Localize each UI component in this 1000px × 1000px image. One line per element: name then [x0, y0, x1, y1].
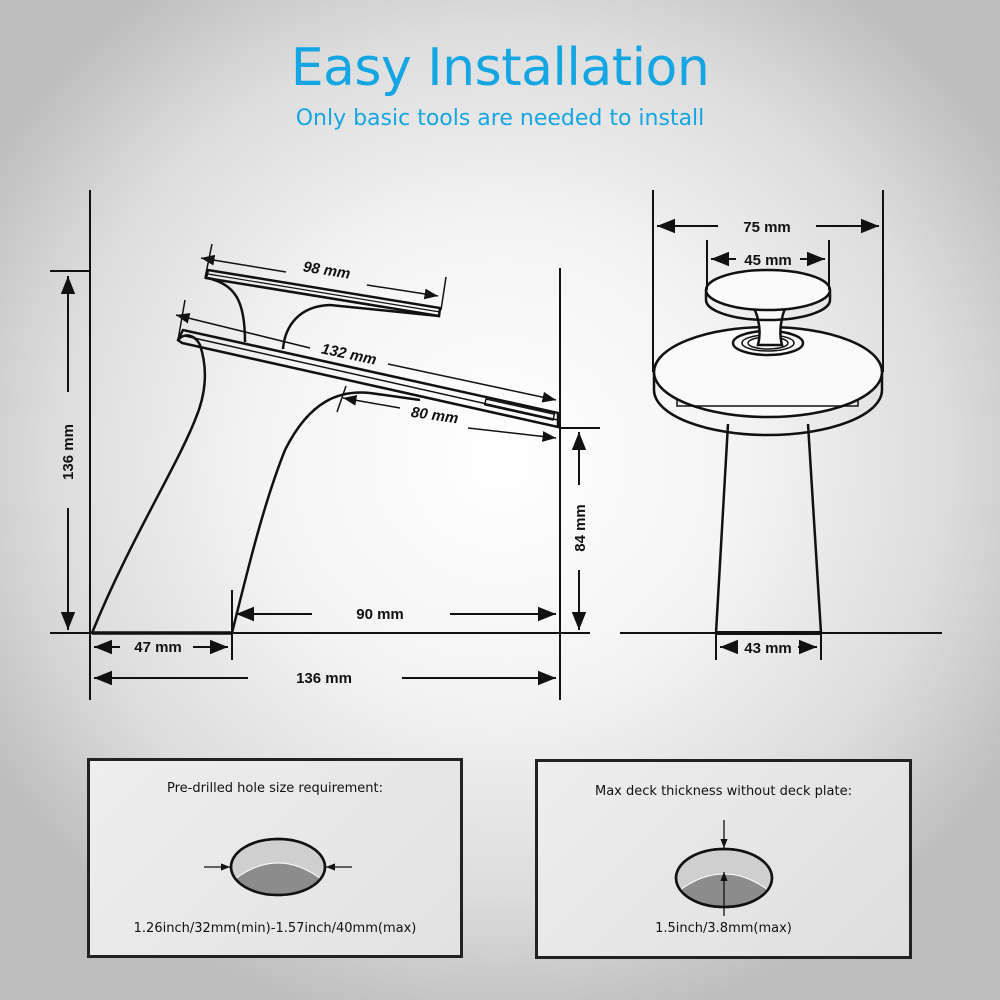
faucet-side-view — [50, 268, 590, 635]
page-title: Easy Installation — [290, 38, 710, 98]
deck-thickness-caption: 1.5inch/3.8mm(max) — [655, 921, 792, 936]
dim-spout-length: 132 mm — [320, 340, 378, 368]
dim-handle-width: 45 mm — [744, 252, 792, 269]
front-dimensions: 75 mm 45 mm 43 mm — [652, 190, 884, 660]
dim-base-width: 47 mm — [134, 639, 182, 656]
hole-size-caption: 1.26inch/32mm(min)-1.57inch/40mm(max) — [133, 921, 417, 936]
deck-thickness-title: Max deck thickness without deck plate: — [595, 784, 852, 799]
deck-thickness-panel: Max deck thickness without deck plate: 1… — [535, 759, 912, 959]
deck-thickness-icon — [674, 820, 774, 916]
dim-spout-reach: 80 mm — [410, 404, 459, 427]
dim-base-to-spout: 90 mm — [356, 606, 404, 623]
drilled-hole-icon — [204, 837, 352, 897]
side-dimensions: 98 mm 132 mm 80 mm 136 mm 84 mm 90 mm 47… — [50, 190, 600, 700]
page-subtitle: Only basic tools are needed to install — [295, 106, 705, 131]
dim-total-height: 136 mm — [60, 424, 77, 480]
dim-spout-height: 84 mm — [572, 504, 589, 552]
faucet-front-view — [620, 268, 942, 635]
hole-size-title: Pre-drilled hole size requirement: — [166, 781, 384, 796]
dim-front-base-width: 43 mm — [744, 640, 792, 657]
dim-total-depth: 136 mm — [296, 670, 352, 687]
dim-spout-width: 75 mm — [743, 219, 791, 236]
dim-handle-length: 98 mm — [302, 258, 352, 282]
hole-size-panel: Pre-drilled hole size requirement: 1.26i… — [87, 758, 463, 958]
